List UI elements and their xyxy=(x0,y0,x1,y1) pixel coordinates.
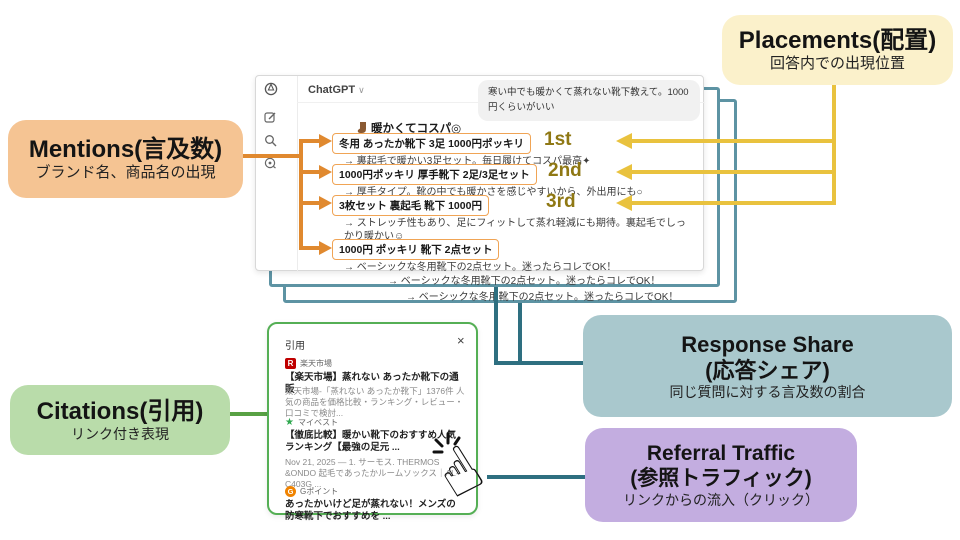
placements-branch-line xyxy=(631,139,836,143)
search-icon[interactable] xyxy=(264,134,277,152)
chatgpt-logo-icon[interactable] xyxy=(264,82,278,101)
callout-title: Citations(引用) xyxy=(36,397,204,425)
mentions-arrow-icon xyxy=(319,165,332,179)
mentions-arrow-icon xyxy=(319,196,332,210)
chevron-down-icon: ∨ xyxy=(358,85,365,95)
click-hand-cursor: ☝ xyxy=(424,431,522,537)
callout-title: Placements(配置) xyxy=(738,27,937,54)
library-icon[interactable] xyxy=(264,157,277,175)
answer-heading: 暖かくてコスパ◎ xyxy=(357,120,461,137)
sock-icon xyxy=(357,122,369,137)
product-desc: → ストレッチ性もあり、足にフィットして蒸れ軽減にも期待。裏起毛でしっかり暖かい… xyxy=(344,218,686,242)
product-mention-box: 冬用 あったか靴下 3足 1000円ポッキリ xyxy=(332,133,531,154)
mentions-branch-line xyxy=(299,246,320,250)
citations-connector-line xyxy=(228,412,270,416)
callout-referral-traffic: Referral Traffic (参照トラフィック) リンクからの流入（クリッ… xyxy=(585,428,857,522)
citation-panel-title: 引用 xyxy=(285,341,305,352)
callout-subtitle: 回答内での出現位置 xyxy=(769,55,905,73)
citation-link[interactable]: あったかいけど足が蒸れない！メンズの防寒靴下でおすすめを ... xyxy=(285,499,456,523)
referral-connector-line xyxy=(487,475,588,479)
user-message-bubble: 寒い中でも暖かくて蒸れない靴下教えて。1000円くらいがいい xyxy=(478,80,700,122)
callout-title: Mentions(言及数) xyxy=(28,136,223,163)
product-mention-box: 1000円 ポッキリ 靴下 2点セット xyxy=(332,239,500,260)
placements-branch-line xyxy=(631,170,836,174)
mentions-arrow-icon xyxy=(319,241,332,255)
response-share-connector xyxy=(518,303,522,365)
placement-rank-label: 2nd xyxy=(548,160,582,181)
click-spark-icon xyxy=(432,432,461,454)
stacked-response-line: → ベーシックな冬用靴下の2点セット。迷ったらコレでOK！ xyxy=(406,292,679,303)
product-mention-box: 1000円ポッキリ 厚手靴下 2足/3足セット xyxy=(332,164,537,185)
placement-rank-label: 1st xyxy=(544,129,572,150)
gpoint-favicon: G xyxy=(285,486,296,497)
citation-panel: 引用 × R 楽天市場 【楽天市場】蒸れない あったか靴下の通販 楽天市場-「蒸… xyxy=(267,322,478,522)
product-desc: → 裏起毛で暖かい3足セット。毎日履けてコスパ最高✦ xyxy=(344,156,591,167)
placements-arrow-icon xyxy=(616,133,632,149)
product-desc: → ベーシックな冬用靴下の2点セット。迷ったらコレでOK！ xyxy=(344,262,617,273)
placements-branch-line xyxy=(631,201,836,205)
product-mention-box: 3枚セット 裏起毛 靴下 1000円 xyxy=(332,195,489,216)
citation-source: G Gポイント xyxy=(285,486,338,497)
mybest-favicon: ★ xyxy=(285,417,294,428)
app-title: ChatGPT xyxy=(308,84,356,96)
mentions-connector-trunk xyxy=(299,139,303,250)
citation-link[interactable]: 【徹底比較】暖かい靴下のおすすめ人気ランキング【最強の足元 ... xyxy=(285,430,457,454)
placements-arrow-icon xyxy=(616,195,632,211)
mentions-arrow-icon xyxy=(319,134,332,148)
new-chat-icon[interactable] xyxy=(264,111,277,129)
citation-desc: Nov 21, 2025 — 1. サーモス. THERMOS &ONDO 起毛… xyxy=(285,457,459,490)
rakuten-favicon: R xyxy=(285,358,296,369)
placements-connector-trunk xyxy=(832,85,836,205)
callout-placements: Placements(配置) 回答内での出現位置 xyxy=(722,15,953,85)
citation-desc: 楽天市場-「蒸れない あったか靴下」1376件 人気の商品を価格比較・ランキング… xyxy=(285,386,465,419)
response-share-connector xyxy=(494,361,586,365)
mentions-branch-line xyxy=(299,201,320,205)
callout-title: (参照トラフィック) xyxy=(630,466,812,490)
placement-rank-label: 3rd xyxy=(546,191,576,212)
sidebar-divider xyxy=(297,76,298,272)
callout-mentions: Mentions(言及数) ブランド名、商品名の出現 xyxy=(8,120,243,198)
mentions-branch-line xyxy=(299,139,320,143)
citation-link[interactable]: 【楽天市場】蒸れない あったか靴下の通販 xyxy=(285,372,459,396)
close-icon[interactable]: × xyxy=(457,333,465,348)
callout-title: (応答シェア) xyxy=(705,357,830,383)
response-share-connector xyxy=(494,287,498,365)
callout-title: Response Share xyxy=(681,331,854,357)
pointing-hand-icon: ☝ xyxy=(423,431,496,513)
mentions-connector-line xyxy=(241,154,303,158)
model-selector[interactable]: ChatGPT ∨ xyxy=(308,84,365,96)
callout-response-share: Response Share (応答シェア) 同じ質問に対する言及数の割合 xyxy=(583,315,952,417)
callout-subtitle: リンク付き表現 xyxy=(71,425,169,442)
product-desc: → 厚手タイプ。靴の中でも暖かさを感じやすいから、外出用にも○ xyxy=(344,187,643,198)
placements-arrow-icon xyxy=(616,164,632,180)
citation-source: ★ マイベスト xyxy=(285,417,339,428)
citation-source: R 楽天市場 xyxy=(285,358,332,369)
callout-citations: Citations(引用) リンク付き表現 xyxy=(10,385,230,455)
callout-subtitle: ブランド名、商品名の出現 xyxy=(35,164,216,182)
callout-subtitle: リンクからの流入（クリック） xyxy=(623,491,819,508)
stacked-response-line: → ベーシックな冬用靴下の2点セット。迷ったらコレでOK！ xyxy=(388,276,661,287)
callout-title: Referral Traffic xyxy=(646,441,796,465)
callout-subtitle: 同じ質問に対する言及数の割合 xyxy=(669,383,866,400)
mentions-branch-line xyxy=(299,170,320,174)
